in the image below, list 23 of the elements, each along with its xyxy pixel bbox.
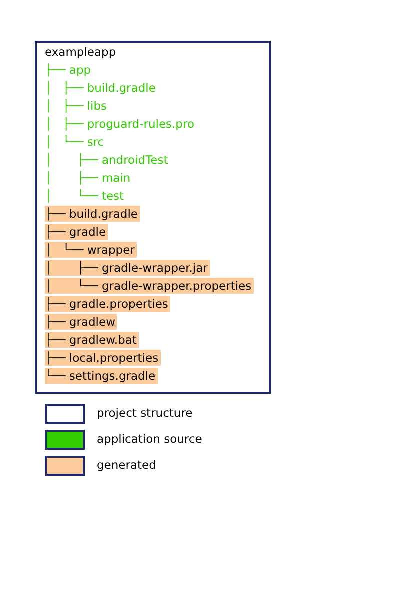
- legend-label: project structure: [97, 406, 193, 420]
- source-tree-entry: │ ├── libs: [45, 98, 109, 114]
- source-tree-entry: ├── app: [45, 62, 94, 78]
- generated-tree-entry: ├── build.gradle: [45, 206, 140, 222]
- source-tree-entry: │ ├── build.gradle: [45, 80, 158, 96]
- generated-tree-entry: │ └── gradle-wrapper.properties: [45, 278, 254, 294]
- source-tree-entry: │ └── test: [45, 188, 126, 204]
- source-tree-entry: │ ├── proguard-rules.pro: [45, 116, 196, 132]
- legend-label: generated: [97, 458, 156, 472]
- root-folder-name: exampleapp: [45, 44, 116, 60]
- generated-tree-entry: └── settings.gradle: [45, 368, 158, 384]
- generated-tree-entry: ├── gradle: [45, 224, 108, 240]
- generated-tree-entry: ├── local.properties: [45, 350, 161, 366]
- source-tree-entry: │ ├── main: [45, 170, 133, 186]
- generated-tree-entry: ├── gradlew.bat: [45, 332, 139, 348]
- source-tree-entry: │ ├── androidTest: [45, 152, 170, 168]
- source-tree-entry: │ └── src: [45, 134, 106, 150]
- legend-label: application source: [97, 432, 202, 446]
- project-tree-box: [35, 41, 271, 394]
- generated-tree-entry: │ └── wrapper: [45, 242, 137, 258]
- generated-tree-entry: ├── gradlew: [45, 314, 118, 330]
- generated-tree-entry: │ ├── gradle-wrapper.jar: [45, 260, 210, 276]
- generated-tree-entry: ├── gradle.properties: [45, 296, 170, 312]
